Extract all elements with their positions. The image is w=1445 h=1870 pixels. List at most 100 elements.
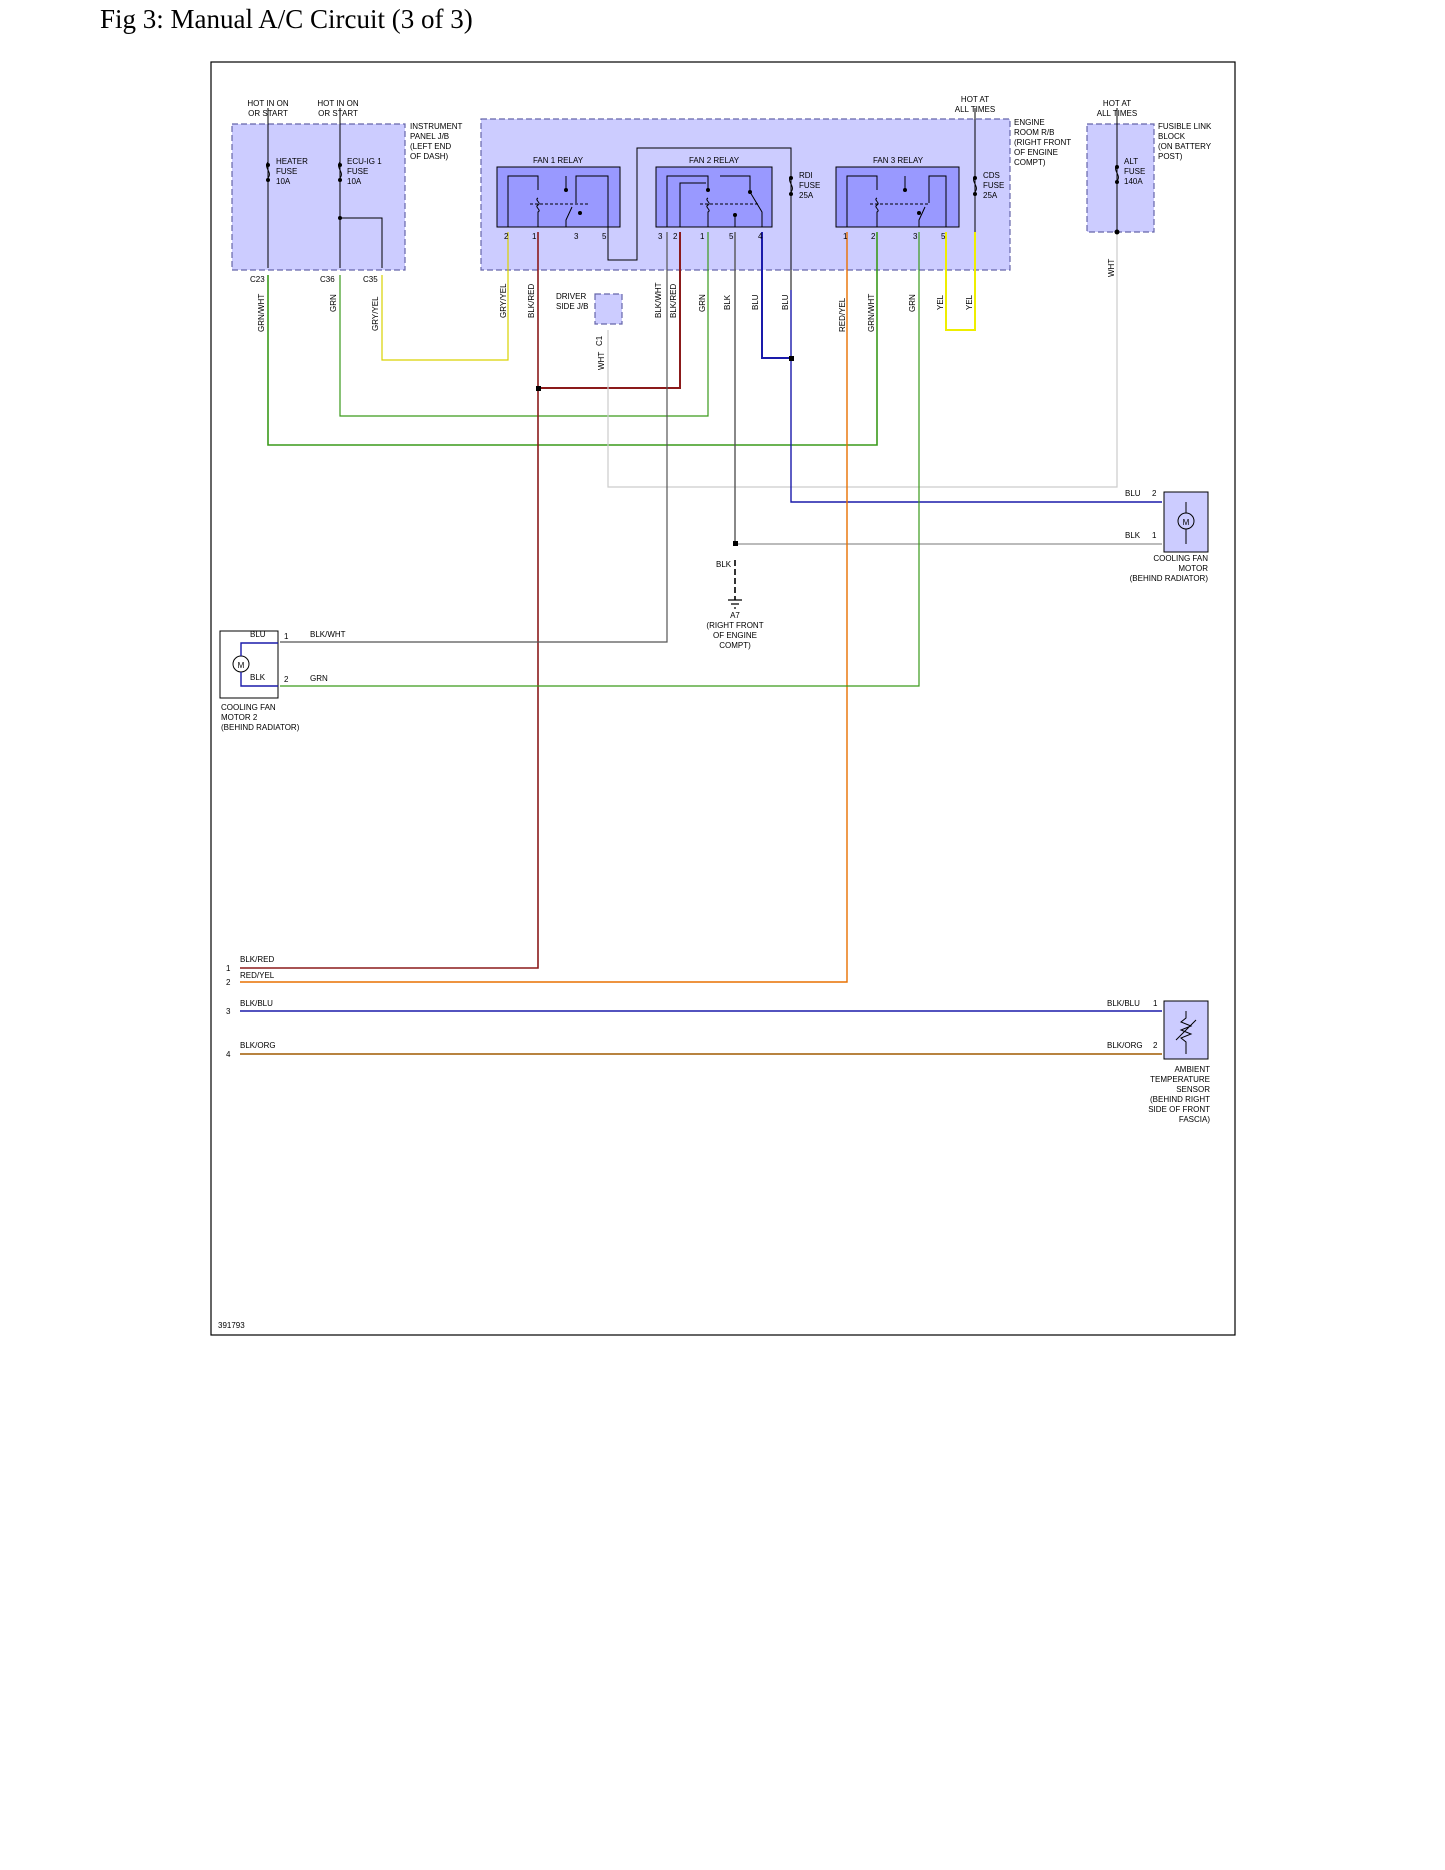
wire-ecu-fuse [339,108,383,268]
label-wire-labels-fan1-1: BLK/RED [527,284,536,318]
label-wire-labels-fan3-5: YEL [936,294,945,310]
label-labels-motor-symbol: M [1183,518,1190,527]
cooling-fan-motor-2 [219,630,279,699]
label-pin-numbers-motor-1: 1 [1152,531,1157,540]
splice-dots [266,163,1120,609]
label-pin-numbers-out-1: 1 [226,964,231,973]
label-wire-labels-out-4: BLK/ORG [240,1041,276,1050]
wire-fan1-blk-red [240,232,539,969]
page-title: Fig 3: Manual A/C Circuit (3 of 3) [100,4,473,34]
label-wire-labels-fan3-2: GRN/WHT [867,294,876,332]
label-wire-labels-fan3-3: GRN [908,294,917,312]
label-wire-labels-ground-blk: BLK [716,560,732,569]
label-relay-pins-fan2-1: 2 [673,232,678,241]
label-wire-labels-c36: GRN [329,294,338,312]
fan3-relay-internals [846,175,947,227]
label-pin-numbers-out-4: 4 [226,1050,231,1059]
label-wire-labels-cds: YEL [965,294,974,310]
label-labels-fan2-relay: FAN 2 RELAY [689,156,740,165]
label-labels-c1: C1 [595,335,604,346]
wire-fan3-red-yel [240,232,848,983]
label-wire-labels-c35: GRY/YEL [371,296,380,331]
label-labels-motor-symbol: M [238,661,245,670]
label-pin-numbers-motor2-1: 1 [284,632,289,641]
label-relay-pins-fan3-0: 1 [843,232,848,241]
label-pin-numbers-sensor-2: 2 [1153,1041,1158,1050]
wire-c1-wht [607,232,1118,488]
cooling-fan-motor [1163,491,1209,553]
label-relay-pins-fan1-2: 3 [574,232,579,241]
diagram-frame [210,61,1236,1336]
label-wire-labels-out-1: BLK/RED [240,955,274,964]
label-wire-labels-out-3: BLK/BLU [240,999,273,1008]
label-figure-id: 391793 [218,1321,245,1330]
label-labels-fan3-relay: FAN 3 RELAY [873,156,924,165]
fan1-relay-internals [507,175,609,227]
label-wire-labels-fan2-2: BLK/RED [669,284,678,318]
label-pin-numbers-motor-2: 2 [1152,489,1157,498]
wire-fan3-yel [945,232,976,331]
wire-c36-grn [339,232,709,417]
label-connectors-c36: C36 [320,275,335,284]
driver-side-jb [594,293,623,325]
label-relay-pins-fan2-4: 4 [758,232,763,241]
instrument-panel-jb [231,123,406,271]
label-wire-labels-c1: WHT [597,352,606,370]
label-wire-labels-motor2-blu: BLU [250,630,266,639]
wire-fan1-5 [607,147,792,290]
label-relay-pins-fan1-1: 1 [532,232,537,241]
label-wire-labels-fan2-5: BLK [723,294,732,310]
wire-fan2-blu [761,232,791,359]
label-relay-pins-fan1-3: 5 [602,232,607,241]
label-relay-pins-fan2-3: 5 [729,232,734,241]
label-connectors-c23: C23 [250,275,265,284]
fan1-relay-box [496,166,621,228]
label-wire-labels-sensor-1: BLK/BLU [1107,999,1140,1008]
label-wire-labels-motor-blk: BLK [1125,531,1141,540]
wire-fan3-grn [280,232,920,687]
ambient-temperature-sensor [1163,1000,1209,1060]
label-pin-numbers-motor2-2: 2 [284,675,289,684]
label-wire-labels-fan2-3: BLK/WHT [654,282,663,318]
label-relay-pins-fan3-1: 2 [871,232,876,241]
label-relay-pins-fan2-0: 3 [658,232,663,241]
label-wire-labels-motor2-blk: BLK [250,673,266,682]
label-pin-numbers-out-2: 2 [226,978,231,987]
wire-fan2-blk-red [538,232,681,389]
label-connectors-c35: C35 [363,275,378,284]
label-relay-pins-fan1-0: 2 [504,232,509,241]
fan3-relay-box [835,166,960,228]
label-wire-labels-fan1-2: GRY/YEL [499,283,508,318]
label-pin-numbers-out-3: 3 [226,1007,231,1016]
label-relay-pins-fan2-2: 1 [700,232,705,241]
wire-c23-grn-wht [267,232,878,446]
label-wire-labels-out-2: RED/YEL [240,971,275,980]
label-labels-fan1-relay: FAN 1 RELAY [533,156,584,165]
label-relay-pins-fan3-3: 5 [941,232,946,241]
wire-c35-gry-yel [381,232,509,361]
label-wire-labels-motor2-grn: GRN [310,674,328,683]
label-wire-labels-fan3-1: RED/YEL [838,297,847,332]
label-wire-labels-sensor-2: BLK/ORG [1107,1041,1143,1050]
label-wire-labels-c23: GRN/WHT [257,294,266,332]
label-wire-labels-motor-blu: BLU [1125,489,1141,498]
